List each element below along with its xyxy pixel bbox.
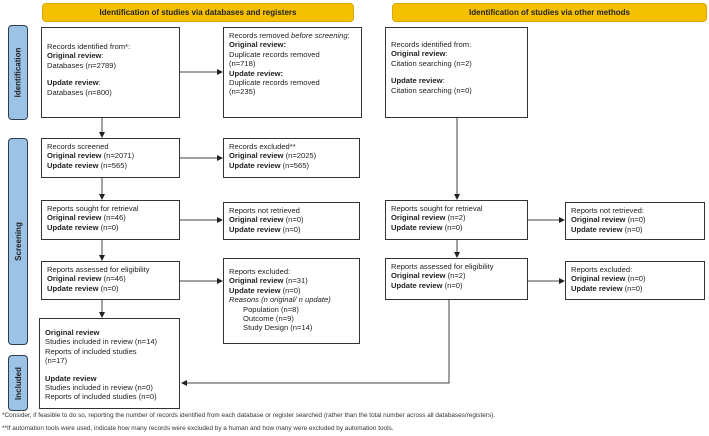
reason-item: Study Design (n=14)	[243, 323, 313, 333]
phase-screening: Screening	[8, 138, 28, 345]
other-reports-not-retrieved-box: Reports not retrieved:Original review (n…	[565, 202, 705, 240]
records-identified-box: Records identified from*:Original review…	[41, 27, 180, 118]
other-records-identified-box: Records identified from:Original review:…	[385, 27, 528, 118]
reason-item: Population (n=8)	[243, 304, 299, 314]
records-excluded-box: Records excluded**Original review (n=202…	[223, 138, 360, 178]
phase-identification: Identification	[8, 25, 28, 120]
records-removed-box: Records removed before screening: Origin…	[223, 27, 362, 118]
header-databases: Identification of studies via databases …	[42, 3, 354, 22]
phase-included: Included	[8, 355, 28, 411]
reports-excluded-box: Reports excluded:Original review (n=31)U…	[223, 258, 360, 344]
reason-item: Outcome (n=9)	[243, 314, 294, 324]
footnote: *Consider, if feasible to do so, reporti…	[2, 412, 496, 419]
header-other-methods: Identification of studies via other meth…	[392, 3, 707, 22]
footnote: **If automation tools were used, indicat…	[2, 425, 394, 432]
other-reports-excluded-box: Reports excluded:Original review (n=0)Up…	[565, 261, 705, 300]
